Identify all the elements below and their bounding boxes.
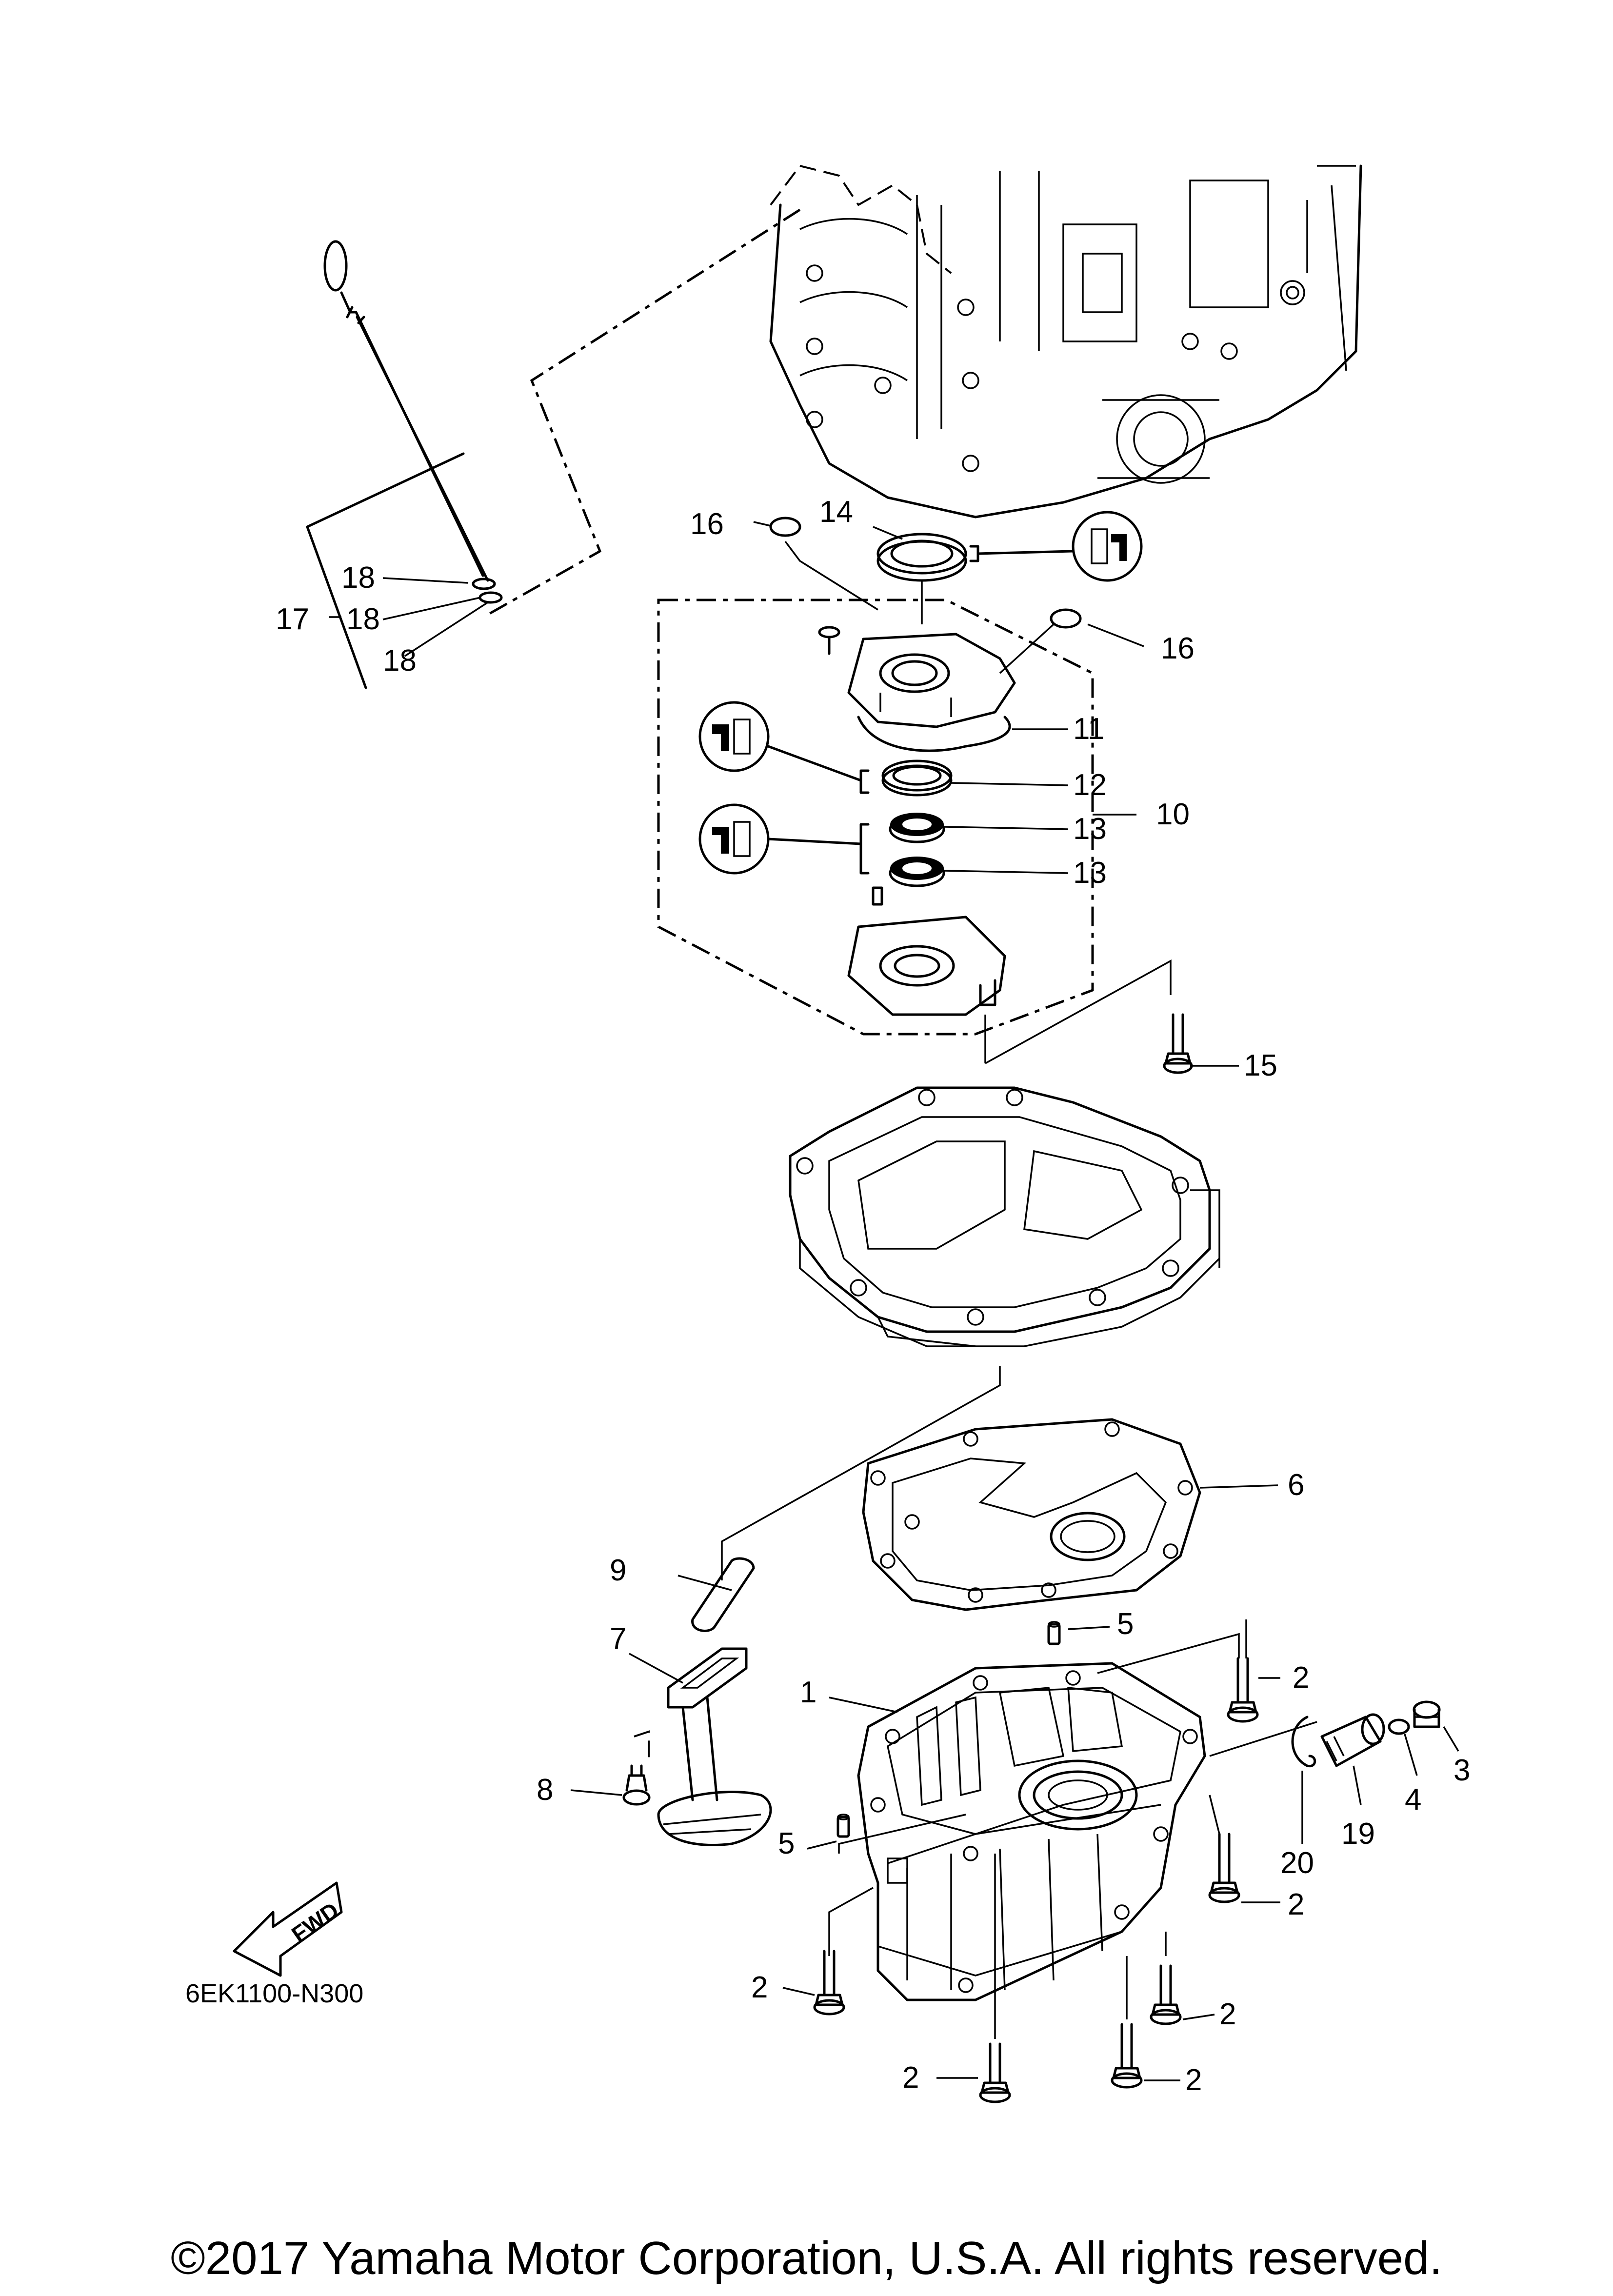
assembly-centerline xyxy=(721,1366,1001,1580)
callout-7: 7 xyxy=(610,1622,626,1656)
callout-13: 13 xyxy=(1073,856,1107,890)
callout-10: 10 xyxy=(1156,798,1190,831)
oil-seal-13-upper xyxy=(889,813,945,843)
seal-orientation-detail-12 xyxy=(698,701,870,794)
leader-lines xyxy=(329,521,1459,2081)
bolt-8 xyxy=(622,1764,651,1806)
gasket-9 xyxy=(691,1557,755,1632)
callout-12: 12 xyxy=(1073,768,1107,802)
callout-2: 2 xyxy=(1185,2063,1202,2097)
bolt-2-b xyxy=(1208,1833,1240,1903)
housing-assembly-boundary-10 xyxy=(657,599,1094,1036)
callout-17: 17 xyxy=(276,602,309,636)
oil-seal-14 xyxy=(876,533,967,582)
dowel-pin-5-upper xyxy=(1047,1621,1061,1645)
callout-20: 20 xyxy=(1280,1846,1314,1880)
exhaust-guide-illustration xyxy=(789,1086,1220,1347)
clip-20 xyxy=(1291,1716,1316,1768)
copyright-notice: ©2017 Yamaha Motor Corporation, U.S.A. A… xyxy=(170,2232,1443,2284)
callout-2: 2 xyxy=(1293,1661,1309,1695)
seal-orientation-detail-14 xyxy=(969,511,1143,582)
gasket-6 xyxy=(862,1418,1201,1611)
bolt-2-e xyxy=(979,2042,1011,2103)
callout-18: 18 xyxy=(346,602,380,636)
bolt-2-f xyxy=(1111,2023,1143,2089)
screw xyxy=(818,626,840,655)
oil-seal-13-lower xyxy=(889,857,945,887)
gasket-11 xyxy=(857,716,1011,752)
callout-16: 16 xyxy=(690,507,724,541)
callout-2: 2 xyxy=(902,2061,919,2095)
forward-arrow-icon: FWD xyxy=(233,1881,343,1977)
callout-14: 14 xyxy=(819,495,853,529)
dowel-pin xyxy=(872,886,883,906)
callout-3: 3 xyxy=(1454,1754,1470,1787)
bolt-2-c xyxy=(813,1950,845,2016)
drain-plug-3 xyxy=(1413,1700,1441,1728)
callout-2: 2 xyxy=(1288,1888,1304,1921)
callout-18: 18 xyxy=(341,561,375,595)
diagram-code: 6EK1100-N300 xyxy=(185,1979,363,2008)
callout-1: 1 xyxy=(800,1676,816,1709)
callout-19: 19 xyxy=(1341,1817,1375,1851)
lower-housing xyxy=(847,916,1006,1016)
o-ring-16-left xyxy=(769,517,801,537)
oil-seal-12 xyxy=(881,759,953,797)
callout-5: 5 xyxy=(778,1827,795,1860)
fitting-19 xyxy=(1320,1713,1385,1767)
callout-8: 8 xyxy=(537,1773,553,1807)
o-ring-16-right xyxy=(1050,608,1082,629)
bracket-17 xyxy=(306,452,465,689)
callout-18: 18 xyxy=(383,644,417,678)
dipstick-guide-line xyxy=(487,208,801,616)
callout-6: 6 xyxy=(1288,1468,1304,1502)
oil-strainer-7 xyxy=(657,1647,772,1846)
callout-2: 2 xyxy=(751,1971,768,2004)
oil-dipstick xyxy=(323,240,503,604)
oil-pan-1 xyxy=(857,1662,1206,2001)
callout-15: 15 xyxy=(1244,1049,1277,1082)
fwd-label: FWD xyxy=(287,1897,343,1947)
callout-labels: 16 14 16 18 17 18 18 11 12 10 13 13 15 6… xyxy=(276,495,1470,2097)
bolt-2-a xyxy=(1227,1657,1259,1723)
callout-11: 11 xyxy=(1073,712,1104,746)
callout-4: 4 xyxy=(1405,1783,1421,1817)
engine-block-illustration xyxy=(769,164,1362,519)
gasket-4 xyxy=(1388,1718,1410,1735)
bolt-15 xyxy=(1163,1013,1193,1074)
callout-16: 16 xyxy=(1161,632,1195,665)
callout-13: 13 xyxy=(1073,812,1107,846)
callout-9: 9 xyxy=(610,1554,626,1587)
bolt-2-d xyxy=(1150,1964,1182,2025)
callout-2: 2 xyxy=(1219,1997,1236,2031)
callout-5: 5 xyxy=(1117,1607,1134,1641)
dowel-pin-5-lower xyxy=(836,1814,850,1838)
seal-orientation-detail-13 xyxy=(698,803,870,875)
upper-housing xyxy=(847,633,1016,728)
